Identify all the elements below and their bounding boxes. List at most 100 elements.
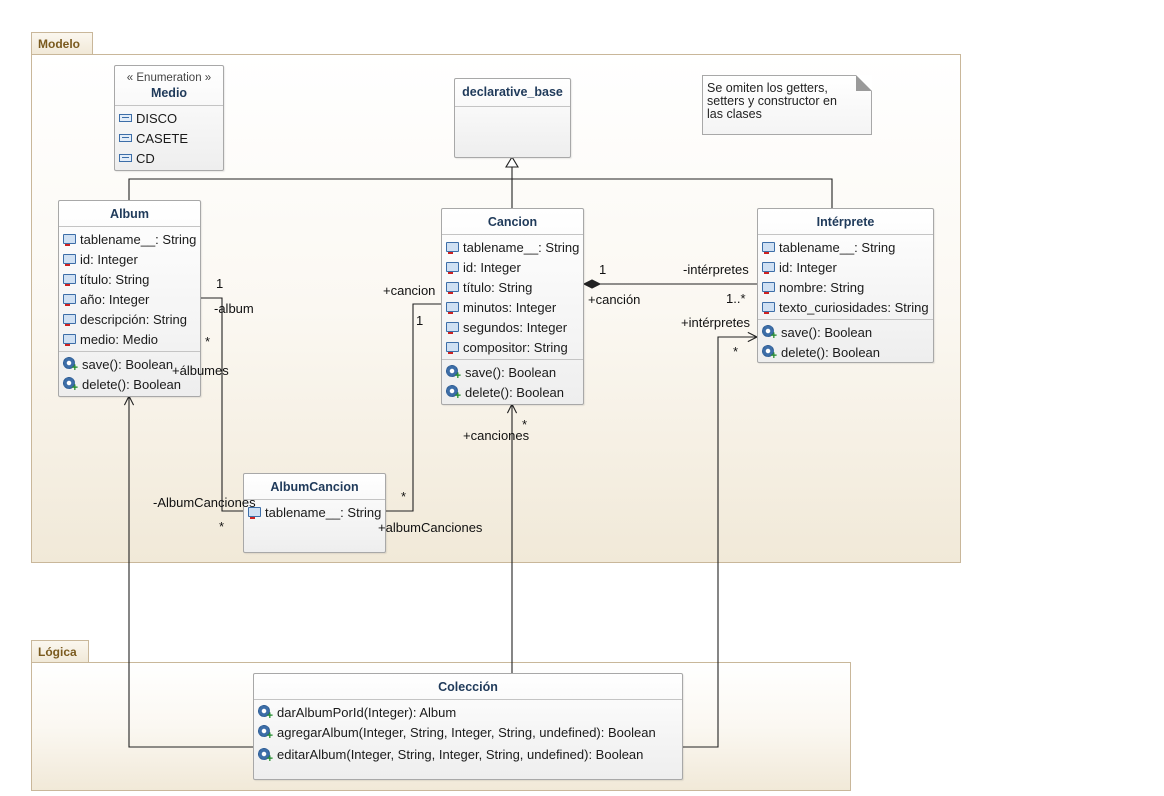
operation-text: save(): Boolean [82,356,174,372]
role-label: +cancion [383,283,436,298]
operation-row: delete(): Boolean [59,374,200,394]
attribute-icon [63,234,76,246]
class-name: Cancion [487,215,538,229]
operations-section: save(): Boolean delete(): Boolean [442,360,583,404]
multiplicity-label: 1 [416,313,424,328]
attribute-icon [63,274,76,286]
note-line: las clases [707,107,762,121]
class-name: declarative_base [462,85,563,99]
attribute-icon [63,314,76,326]
attribute-icon [248,507,261,519]
operation-row: editarAlbum(Integer, String, Integer, St… [254,742,682,767]
operation-row: save(): Boolean [758,322,933,342]
role-label: -intérpretes [683,262,749,277]
attribute-text: id: Integer [80,251,138,267]
class-name: Medio [150,86,188,100]
operation-icon [63,357,78,374]
attribute-row: id: Integer [758,257,933,277]
attribute-text: tablename__: String [779,239,896,255]
multiplicity-label: 1 [599,262,607,277]
attributes-section: tablename__: String id: Integer título: … [59,227,200,352]
literals-section: DISCO CASETE CD [115,106,223,170]
attribute-icon [762,242,775,254]
operation-row: agregarAlbum(Integer, String, Integer, S… [254,722,682,742]
operation-icon [446,365,461,382]
operation-row: save(): Boolean [59,354,200,374]
note-line: setters y constructor en [707,94,837,108]
role-label: -AlbumCanciones [153,495,256,510]
attribute-row: título: String [59,269,200,289]
attribute-text: descripción: String [80,311,187,327]
attributes-section: tablename__: String id: Integer nombre: … [758,235,933,320]
attribute-row: tablename__: String [758,237,933,257]
role-label: +álbumes [172,363,229,378]
operation-icon [446,385,461,402]
attribute-row: tablename__: String [244,502,385,522]
class-album[interactable]: Album tablename__: String id: Integer tí… [58,200,201,397]
class-coleccion[interactable]: Colección darAlbumPorId(Integer): Album … [253,673,683,780]
attribute-row: tablename__: String [442,237,583,257]
enum-literal: CD [115,148,223,168]
stereotype-label: « Enumeration » [126,72,212,84]
package-tab-logica: Lógica [31,640,89,662]
attributes-section: tablename__: String id: Integer título: … [442,235,583,360]
attribute-text: id: Integer [463,259,521,275]
enum-literal: DISCO [115,108,223,128]
note-line: Se omiten los getters, [707,81,828,95]
attributes-section: tablename__: String [244,500,385,524]
operations-section: save(): Boolean delete(): Boolean [59,352,200,396]
class-header: « Enumeration » Medio [115,66,223,106]
operation-icon [63,377,78,394]
attribute-text: tablename__: String [80,231,197,247]
attribute-text: segundos: Integer [463,319,568,335]
attribute-icon [762,262,775,274]
attribute-text: tablename__: String [463,239,580,255]
attribute-icon [446,262,459,274]
operation-row: delete(): Boolean [442,382,583,402]
package-label: Lógica [38,645,77,659]
class-albumcancion[interactable]: AlbumCancion tablename__: String [243,473,386,553]
note: Se omiten los getters, setters y constru… [702,75,872,135]
attribute-row: año: Integer [59,289,200,309]
class-cancion[interactable]: Cancion tablename__: String id: Integer … [441,208,584,405]
attribute-icon [63,294,76,306]
multiplicity-label: * [733,344,739,359]
attribute-icon [446,322,459,334]
class-name: Colección [438,680,498,694]
multiplicity-label: 1..* [726,291,746,306]
operations-section: darAlbumPorId(Integer): Album agregarAlb… [254,700,682,769]
operation-text: delete(): Boolean [465,384,565,400]
attribute-icon [63,254,76,266]
attribute-row: id: Integer [442,257,583,277]
attribute-text: año: Integer [80,291,150,307]
operation-text: save(): Boolean [465,364,557,380]
package-label: Modelo [38,37,80,51]
attribute-row: tablename__: String [59,229,200,249]
attribute-text: medio: Medio [80,331,159,347]
attribute-icon [762,282,775,294]
literal-text: CASETE [136,130,189,146]
attribute-text: tablename__: String [265,504,382,520]
multiplicity-label: * [522,417,528,432]
class-header: AlbumCancion [244,474,385,500]
multiplicity-label: * [401,489,407,504]
multiplicity-label: * [219,519,225,534]
multiplicity-label: 1 [216,276,224,291]
class-medio[interactable]: « Enumeration » Medio DISCO CASETE CD [114,65,224,171]
role-label: +albumCanciones [378,520,483,535]
operation-row: darAlbumPorId(Integer): Album [254,702,682,722]
role-label: +intérpretes [681,315,751,330]
package-tab-modelo: Modelo [31,32,93,54]
attribute-row: id: Integer [59,249,200,269]
class-name: AlbumCancion [270,480,359,494]
attribute-row: medio: Medio [59,329,200,349]
multiplicity-label: * [205,334,211,349]
class-interprete[interactable]: Intérprete tablename__: String id: Integ… [757,208,934,363]
literal-icon [119,154,132,162]
class-declarative-base[interactable]: declarative_base [454,78,571,158]
operation-row: delete(): Boolean [758,342,933,362]
literal-text: DISCO [136,110,178,126]
attribute-row: nombre: String [758,277,933,297]
class-header: declarative_base [455,79,570,107]
note-corner [856,75,872,91]
